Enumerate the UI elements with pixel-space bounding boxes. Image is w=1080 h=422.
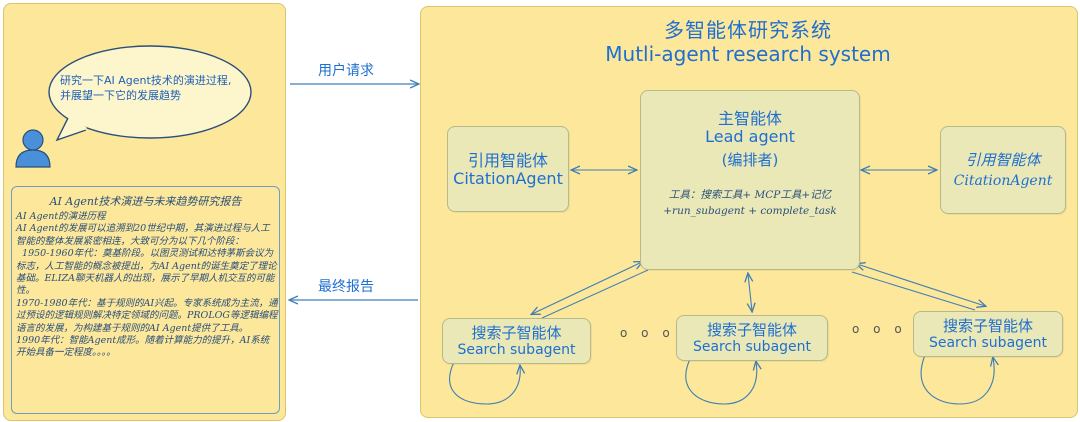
search-subagent-1-zh: 搜索子智能体 (471, 324, 562, 342)
lead-agent-tools-extra: +run_subagent + complete_task (663, 205, 837, 217)
lead-search1-arrow-return (541, 269, 649, 319)
system-title-en: Mutli-agent research system (605, 42, 891, 66)
speech-bubble (48, 45, 252, 142)
search-subagent-2-en: Search subagent (692, 339, 812, 355)
lead-agent-title-en: Lead agent (705, 127, 795, 146)
lead-search3-arrow-return (851, 271, 976, 311)
final-report-label: 最终报告 (318, 279, 374, 295)
lead-agent-title-zh: 主智能体 (717, 109, 782, 128)
search-subagent-3: 搜索子智能体 Search subagent (913, 311, 1063, 357)
lead-agent-box: 主智能体 Lead agent (编排者) 工具：搜索工具+ MCP工具+记忆 … (640, 90, 860, 270)
citation-agent-left-en: CitationAgent (453, 169, 563, 188)
citation-agent-left: 引用智能体 CitationAgent (447, 126, 569, 212)
lead-search2-arrow (748, 274, 752, 311)
user-query-text: 研究一下AI Agent技术的演进过程,并展望一下它的发展趋势 (60, 74, 232, 102)
search1-loop (449, 361, 521, 405)
search-subagent-1: 搜索子智能体 Search subagent (442, 318, 591, 364)
search-subagent-1-en: Search subagent (457, 342, 576, 358)
search-subagent-2-zh: 搜索子智能体 (706, 321, 797, 339)
citation-agent-left-zh: 引用智能体 (467, 151, 548, 170)
lead-agent-tools: 工具：搜索工具+ MCP工具+记忆 (668, 189, 832, 201)
system-title-zh: 多智能体研究系统 (664, 18, 832, 42)
lead-search3-arrow (857, 264, 985, 306)
ellipsis-dots-1: o o o (620, 326, 675, 340)
search-subagent-3-zh: 搜索子智能体 (942, 317, 1033, 335)
report-document: AI Agent技术演进与未来趋势研究报告 AI Agent的演进历程 AI A… (11, 186, 280, 414)
report-title: AI Agent技术演进与未来趋势研究报告 (49, 195, 242, 208)
search-subagent-3-en: Search subagent (928, 335, 1048, 351)
search3-loop (920, 354, 994, 405)
search2-loop (685, 358, 757, 405)
user-icon (15, 129, 51, 168)
ellipsis-dots-2: o o o (852, 322, 907, 336)
lead-search1-arrow (532, 262, 642, 314)
lead-agent-role: (编排者) (721, 151, 779, 169)
report-body: AI Agent的演进历程 AI Agent的发展可以追溯到20世纪中期，其演进… (16, 211, 278, 359)
user-request-label: 用户请求 (318, 63, 374, 79)
citation-agent-right-zh: 引用智能体 (965, 151, 1041, 169)
citation-agent-right-en: CitationAgent (953, 173, 1053, 189)
search-subagent-2: 搜索子智能体 Search subagent (676, 315, 828, 361)
citation-agent-right: 引用智能体 CitationAgent (940, 126, 1066, 214)
